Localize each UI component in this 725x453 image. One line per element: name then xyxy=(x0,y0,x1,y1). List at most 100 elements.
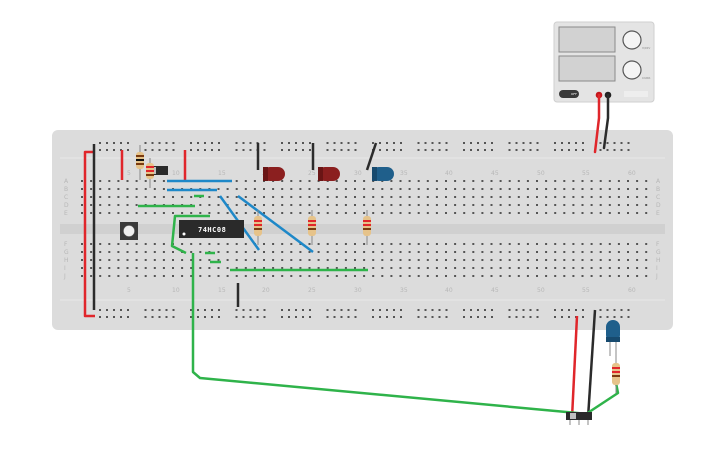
breadboard-hole[interactable] xyxy=(113,309,115,311)
breadboard-hole[interactable] xyxy=(217,196,220,198)
breadboard-hole[interactable] xyxy=(190,259,193,261)
breadboard-hole[interactable] xyxy=(226,275,229,277)
breadboard-hole[interactable] xyxy=(281,188,284,190)
breadboard-hole[interactable] xyxy=(249,149,252,151)
breadboard-hole[interactable] xyxy=(515,309,518,311)
breadboard-hole[interactable] xyxy=(417,259,420,261)
breadboard-hole[interactable] xyxy=(108,251,111,253)
breadboard-hole[interactable] xyxy=(636,212,639,214)
breadboard-hole[interactable] xyxy=(390,267,393,269)
resistor-1[interactable] xyxy=(136,145,144,180)
breadboard-hole[interactable] xyxy=(135,243,138,245)
breadboard-hole[interactable] xyxy=(288,149,290,151)
breadboard-hole[interactable] xyxy=(335,188,338,190)
breadboard-hole[interactable] xyxy=(426,275,429,277)
breadboard-hole[interactable] xyxy=(554,149,556,151)
breadboard-hole[interactable] xyxy=(435,243,438,245)
breadboard-hole[interactable] xyxy=(445,180,447,182)
breadboard-hole[interactable] xyxy=(599,142,602,144)
breadboard-hole[interactable] xyxy=(508,251,511,253)
breadboard-hole[interactable] xyxy=(99,309,101,311)
breadboard-hole[interactable] xyxy=(344,251,347,253)
breadboard-hole[interactable] xyxy=(484,309,486,311)
breadboard-hole[interactable] xyxy=(144,309,147,311)
breadboard-hole[interactable] xyxy=(526,243,529,245)
breadboard-hole[interactable] xyxy=(290,212,293,214)
breadboard-hole[interactable] xyxy=(190,149,192,151)
breadboard-hole[interactable] xyxy=(326,204,329,206)
breadboard-hole[interactable] xyxy=(302,149,304,151)
breadboard-hole[interactable] xyxy=(372,212,375,214)
breadboard-hole[interactable] xyxy=(454,259,457,261)
breadboard-hole[interactable] xyxy=(608,275,611,277)
breadboard-hole[interactable] xyxy=(165,142,168,144)
breadboard-hole[interactable] xyxy=(290,259,293,261)
breadboard-hole[interactable] xyxy=(408,196,411,198)
breadboard-hole[interactable] xyxy=(526,180,529,182)
breadboard-hole[interactable] xyxy=(90,204,93,206)
breadboard-hole[interactable] xyxy=(517,204,520,206)
breadboard-hole[interactable] xyxy=(290,188,293,190)
power-supply[interactable]: V/DIV CURR OFF xyxy=(553,21,655,103)
breadboard-hole[interactable] xyxy=(372,309,374,311)
breadboard-hole[interactable] xyxy=(554,259,557,261)
breadboard-hole[interactable] xyxy=(408,259,411,261)
breadboard-hole[interactable] xyxy=(302,316,304,318)
breadboard-hole[interactable] xyxy=(290,251,293,253)
breadboard-hole[interactable] xyxy=(545,204,548,206)
breadboard-hole[interactable] xyxy=(281,212,284,214)
breadboard-hole[interactable] xyxy=(399,180,402,182)
breadboard-hole[interactable] xyxy=(317,204,320,206)
breadboard-hole[interactable] xyxy=(263,204,265,206)
breadboard-hole[interactable] xyxy=(226,243,229,245)
breadboard-hole[interactable] xyxy=(235,204,238,206)
breadboard-hole[interactable] xyxy=(545,180,548,182)
breadboard-hole[interactable] xyxy=(335,212,338,214)
breadboard-hole[interactable] xyxy=(204,316,206,318)
breadboard-hole[interactable] xyxy=(363,212,366,214)
breadboard-hole[interactable] xyxy=(463,267,466,269)
breadboard-hole[interactable] xyxy=(499,204,502,206)
breadboard-hole[interactable] xyxy=(263,275,265,277)
breadboard-hole[interactable] xyxy=(508,188,511,190)
breadboard-hole[interactable] xyxy=(426,267,429,269)
breadboard-hole[interactable] xyxy=(326,259,329,261)
breadboard-hole[interactable] xyxy=(144,196,147,198)
breadboard-hole[interactable] xyxy=(620,309,623,311)
breadboard-hole[interactable] xyxy=(117,243,120,245)
breadboard-hole[interactable] xyxy=(517,259,520,261)
breadboard-hole[interactable] xyxy=(381,259,384,261)
breadboard-hole[interactable] xyxy=(417,212,420,214)
breadboard-hole[interactable] xyxy=(515,142,518,144)
breadboard-hole[interactable] xyxy=(308,204,311,206)
breadboard-hole[interactable] xyxy=(426,212,429,214)
breadboard-hole[interactable] xyxy=(299,259,302,261)
breadboard-hole[interactable] xyxy=(317,243,320,245)
breadboard-hole[interactable] xyxy=(117,180,120,182)
breadboard-hole[interactable] xyxy=(295,316,297,318)
breadboard-hole[interactable] xyxy=(545,212,548,214)
breadboard-hole[interactable] xyxy=(99,212,102,214)
breadboard-hole[interactable] xyxy=(235,275,238,277)
breadboard-hole[interactable] xyxy=(99,149,101,151)
breadboard-hole[interactable] xyxy=(326,267,329,269)
breadboard-hole[interactable] xyxy=(426,188,429,190)
breadboard-hole[interactable] xyxy=(308,267,311,269)
breadboard-hole[interactable] xyxy=(235,188,238,190)
wire-green-external[interactable] xyxy=(191,253,589,416)
breadboard-hole[interactable] xyxy=(536,188,538,190)
breadboard-hole[interactable] xyxy=(281,259,284,261)
breadboard-hole[interactable] xyxy=(153,275,156,277)
breadboard-hole[interactable] xyxy=(563,196,566,198)
breadboard-hole[interactable] xyxy=(627,142,630,144)
breadboard-hole[interactable] xyxy=(508,243,511,245)
breadboard-hole[interactable] xyxy=(153,243,156,245)
breadboard-hole[interactable] xyxy=(253,204,256,206)
breadboard-hole[interactable] xyxy=(256,309,259,311)
breadboard-hole[interactable] xyxy=(435,180,438,182)
breadboard-hole[interactable] xyxy=(235,212,238,214)
breadboard-hole[interactable] xyxy=(590,196,593,198)
breadboard-hole[interactable] xyxy=(126,196,129,198)
breadboard-hole[interactable] xyxy=(126,180,129,182)
breadboard-hole[interactable] xyxy=(211,149,213,151)
